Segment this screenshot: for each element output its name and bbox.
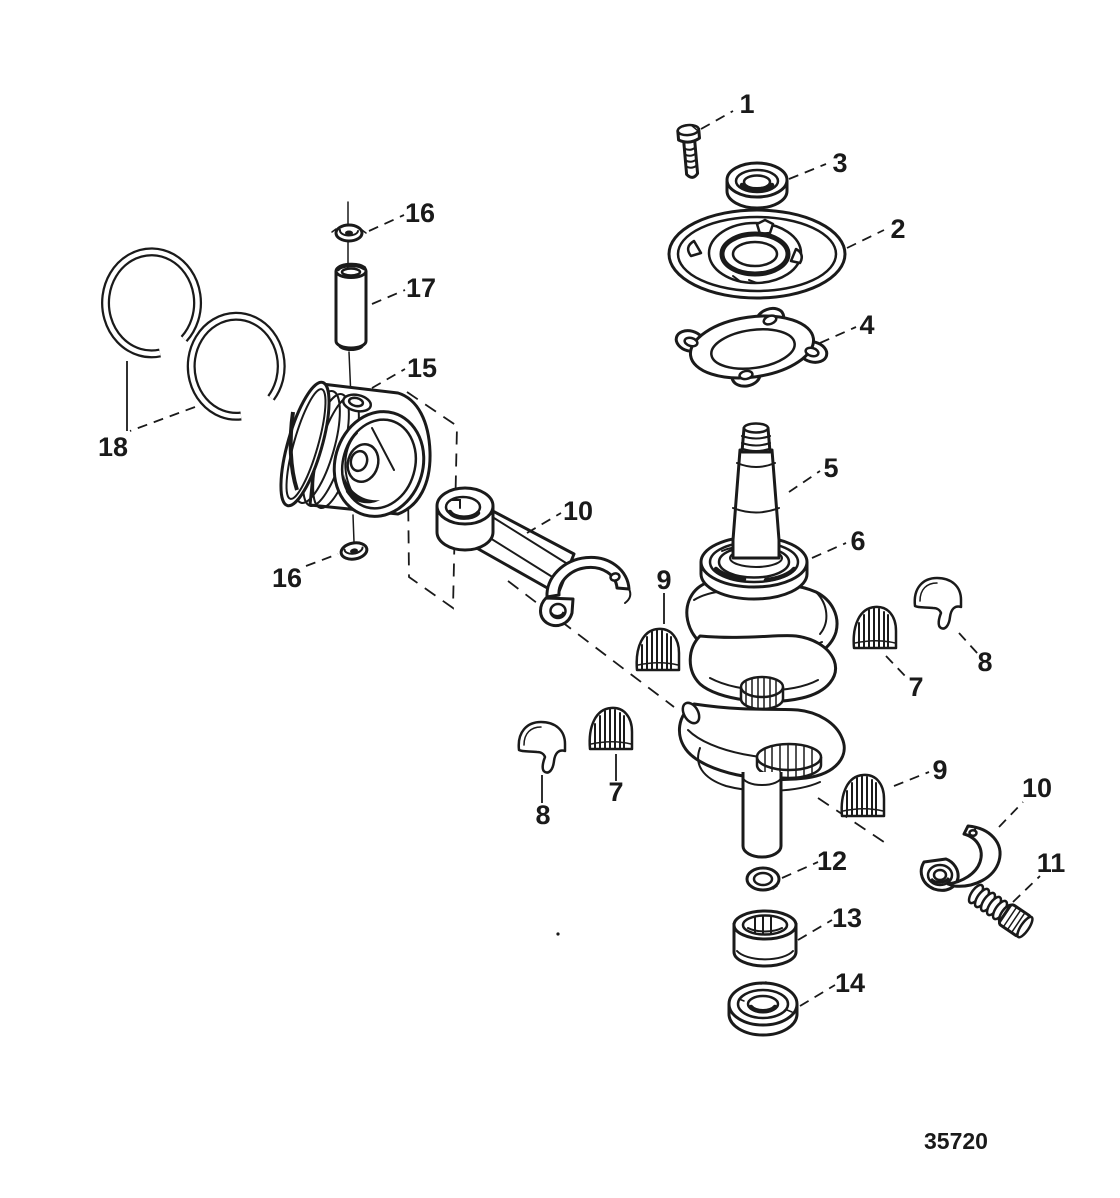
pin-axis-line-lower (352, 514, 355, 543)
part-lower-seal (727, 981, 799, 1037)
part-needle-cage-9-upper (635, 627, 681, 672)
counterweight-lower-edge (697, 747, 821, 792)
part-piston-rings (101, 247, 286, 421)
part-rod-cap (919, 824, 1002, 892)
leader-lines (126, 110, 1041, 1007)
part-end-cap-plate (667, 208, 847, 300)
screw-head (997, 903, 1034, 939)
callout-10-rod: 10 (563, 496, 593, 526)
callout-8-left: 8 (535, 800, 550, 830)
part-gasket (674, 306, 829, 388)
callout-8-right: 8 (977, 647, 992, 677)
part-needle-cage-9-lower (840, 773, 886, 818)
callout-6: 6 (850, 526, 865, 556)
part-wrist-pin (334, 262, 368, 351)
retainer-clip-left (686, 239, 703, 258)
alignment-plane-dashed-outline (406, 390, 458, 610)
crankshaft-lower-shaft (741, 772, 783, 859)
callout-16-bottom: 16 (272, 563, 302, 593)
part-bearing-shell-left (517, 720, 567, 774)
part-washer (745, 866, 781, 892)
part-center-bolt (676, 123, 702, 179)
callout-4: 4 (859, 310, 874, 340)
part-needle-cage-7-left (588, 706, 634, 751)
callout-9-upper: 9 (656, 565, 671, 595)
cap-band (946, 824, 1002, 888)
callout-7-right: 7 (908, 672, 923, 702)
callout-3: 3 (832, 148, 847, 178)
callout-16-top: 16 (405, 198, 435, 228)
part-retaining-ring-top (331, 223, 367, 243)
callout-14: 14 (835, 968, 865, 998)
part-bearing-shell-right (913, 576, 963, 630)
callout-labels: 1 3 2 4 5 6 9 7 8 10 16 17 15 16 18 8 7 … (98, 89, 1065, 998)
retainer-clip-right (789, 247, 804, 265)
callout-2: 2 (890, 214, 905, 244)
part-lower-needle-bearing (732, 909, 798, 968)
callout-11: 11 (1037, 848, 1066, 878)
callout-10-cap: 10 (1022, 773, 1052, 803)
callout-18: 18 (98, 432, 128, 462)
callout-17: 17 (406, 273, 436, 303)
callout-7-left: 7 (608, 777, 623, 807)
callout-5: 5 (823, 453, 838, 483)
callout-12: 12 (817, 846, 847, 876)
part-cap-screw (967, 883, 1034, 939)
crankpin-journal (739, 675, 785, 711)
part-crankshaft (678, 422, 846, 859)
crankshaft-upper-shaft (731, 448, 781, 560)
callout-15: 15 (407, 353, 437, 383)
part-retaining-ring-bottom (339, 541, 369, 561)
drawing-number: 35720 (924, 1128, 988, 1154)
assembly-centerline-upper (507, 580, 675, 708)
stray-dot (556, 932, 560, 936)
callout-13: 13 (832, 903, 862, 933)
part-needle-cage-7-right (852, 605, 898, 650)
callout-1: 1 (739, 89, 754, 119)
part-connecting-rod (435, 486, 632, 628)
callout-9-lower: 9 (932, 755, 947, 785)
part-upper-bearing-ring (725, 161, 789, 210)
assembly-centerline-lower (817, 797, 888, 845)
part-piston (279, 380, 432, 518)
